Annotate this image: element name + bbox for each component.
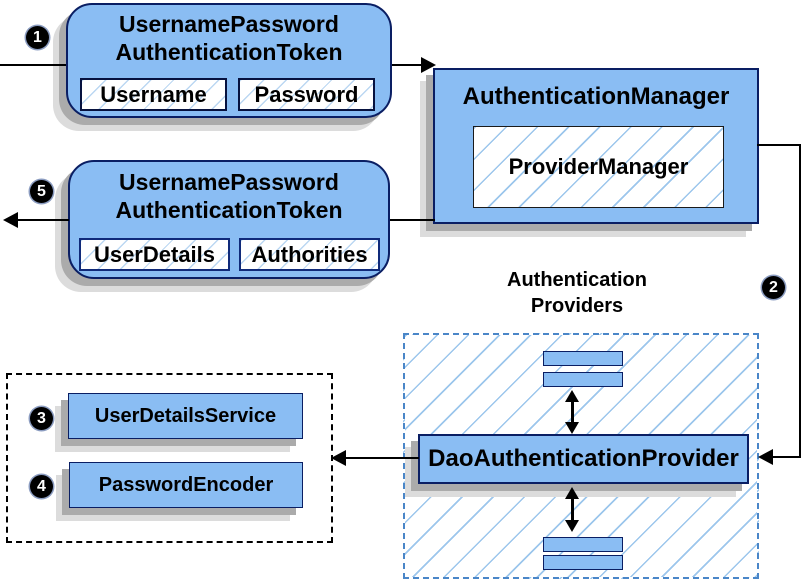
step-4-badge: 4 [30,475,53,498]
response-flow-line-left [16,219,69,221]
auth-token-request-title-line-2: AuthenticationToken [115,39,343,65]
dao-to-services-arrowhead-icon [331,450,346,466]
step-3-badge: 3 [30,407,53,430]
arrow-down-tip-icon [565,422,579,434]
provider-manager-box: ProviderManager [473,126,724,208]
auth-token-request-node: UsernamePassword AuthenticationToken Use… [66,3,392,118]
manager-to-provider-connector-bottom [771,456,801,458]
provider-placeholder-bottom-1 [543,537,623,552]
response-flow-line-right [390,219,435,221]
authentication-manager-node: AuthenticationManager ProviderManager [433,68,759,224]
request-flow-arrowhead-icon [421,57,436,73]
provider-placeholder-bottom-2 [543,555,623,570]
auth-token-response-title-line-1: UsernamePassword [119,169,339,195]
authentication-providers-label: Authentication Providers [452,267,702,319]
auth-token-request-title: UsernamePassword AuthenticationToken [68,5,390,66]
password-encoder-node: PasswordEncoder [69,462,303,508]
provider-placeholder-top-2 [543,372,623,387]
auth-token-request-title-line-1: UsernamePassword [119,11,339,37]
username-field-box: Username [80,78,227,111]
authorities-field-box: Authorities [239,238,380,271]
user-details-service-node: UserDetailsService [68,393,303,439]
step-1-badge: 1 [26,26,49,49]
authentication-manager-title: AuthenticationManager [462,83,730,110]
auth-token-response-title-line-2: AuthenticationToken [115,197,343,223]
auth-token-response-title: UsernamePassword AuthenticationToken [70,162,388,224]
manager-to-provider-connector-vertical [799,144,801,458]
provider-placeholder-top-1 [543,351,623,366]
password-field-box: Password [238,78,375,111]
bidirectional-arrow-bottom-icon [565,487,580,532]
arrow-stem [571,400,574,424]
auth-token-response-node: UsernamePassword AuthenticationToken Use… [68,160,390,279]
authentication-providers-label-line-1: Authentication [507,269,647,291]
request-flow-line-left [0,64,66,66]
arrow-stem [571,497,574,522]
arrow-up-tip-icon [565,390,579,402]
arrow-up-tip-icon [565,487,579,499]
step-2-badge: 2 [762,276,785,299]
response-flow-arrowhead-icon [3,212,18,228]
manager-to-provider-arrowhead-icon [758,449,773,465]
bidirectional-arrow-top-icon [565,390,580,434]
arrow-down-tip-icon [565,520,579,532]
dao-authentication-provider-node: DaoAuthenticationProvider [418,434,749,484]
userdetails-field-box: UserDetails [79,238,230,271]
request-flow-line-right [392,64,422,66]
dao-to-services-line [345,457,419,459]
authentication-providers-label-line-2: Providers [530,295,624,317]
step-5-badge: 5 [30,180,53,203]
manager-to-provider-connector-top [757,144,801,146]
